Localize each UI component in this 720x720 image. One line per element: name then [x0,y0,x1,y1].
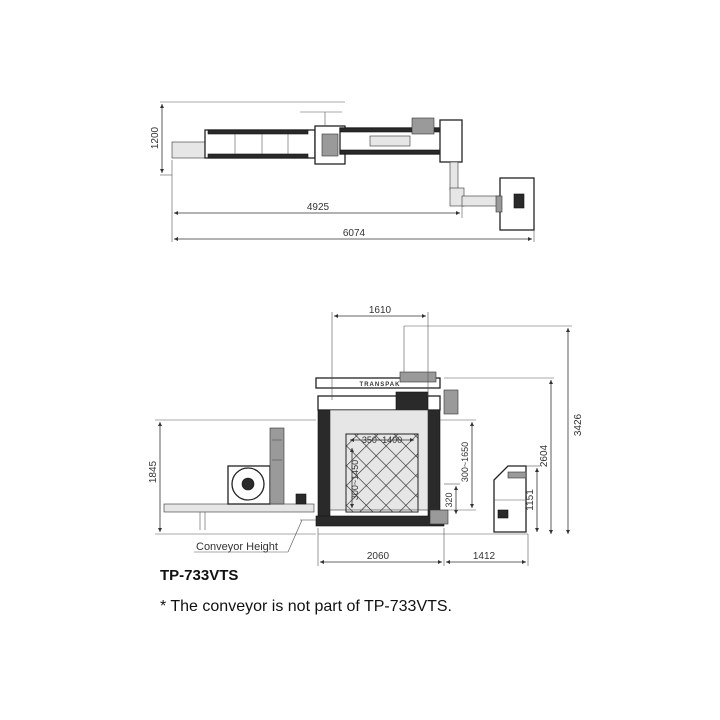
dim-top-length-inner: 4925 [171,160,463,242]
dim-front-width-top: 1610 [331,305,572,400]
dim-panel-height: 1151 [525,465,540,532]
dim-front-height-total-label: 3426 [573,413,584,436]
dim-pallet-width-label: 350~1400 [362,435,402,445]
dim-panel-offset-label: 1412 [473,551,496,562]
dim-top-height-label: 1200 [150,126,161,149]
front-view: TRANSPAK 350~1400 300~1450 [148,305,584,566]
dim-lift-range-label: 300~1650 [460,442,470,482]
brand-label: TRANSPAK [360,382,401,388]
dim-lift-range: 300~1650 [440,419,476,511]
dim-front-height-left: 1845 [148,419,316,535]
dim-front-height-mid-label: 2604 [539,444,550,467]
dim-base-width: 2060 1412 [317,528,529,566]
dim-base-offset: 320 [444,483,460,514]
top-view-machine [171,111,535,231]
dim-base-width-label: 2060 [367,551,390,562]
footnote: * The conveyor is not part of TP-733VTS. [160,598,452,615]
dim-front-height-mid: 2604 [444,377,554,534]
dim-front-height-total: 3426 [566,328,584,534]
dim-panel-height-label: 1151 [525,489,536,511]
dim-front-height-left-label: 1845 [148,460,159,483]
control-panel [493,465,527,533]
top-view: 1200 4925 6074 [150,101,535,242]
dim-top-length-inner-label: 4925 [307,202,330,213]
dim-pallet-height-label: 300~1450 [350,460,360,500]
conveyor-height-label: Conveyor Height [196,541,278,553]
front-conveyor [163,427,315,530]
dim-base-offset-label: 320 [444,492,454,507]
pallet-load: 350~1400 300~1450 [345,433,419,513]
model-title: TP-733VTS [160,567,239,584]
dim-front-width-top-label: 1610 [369,305,392,316]
dim-top-height: 1200 [150,101,345,176]
conveyor-height-callout: Conveyor Height [194,519,303,553]
dim-top-length-total: 6074 [174,228,535,242]
dim-top-length-total-label: 6074 [343,228,366,239]
